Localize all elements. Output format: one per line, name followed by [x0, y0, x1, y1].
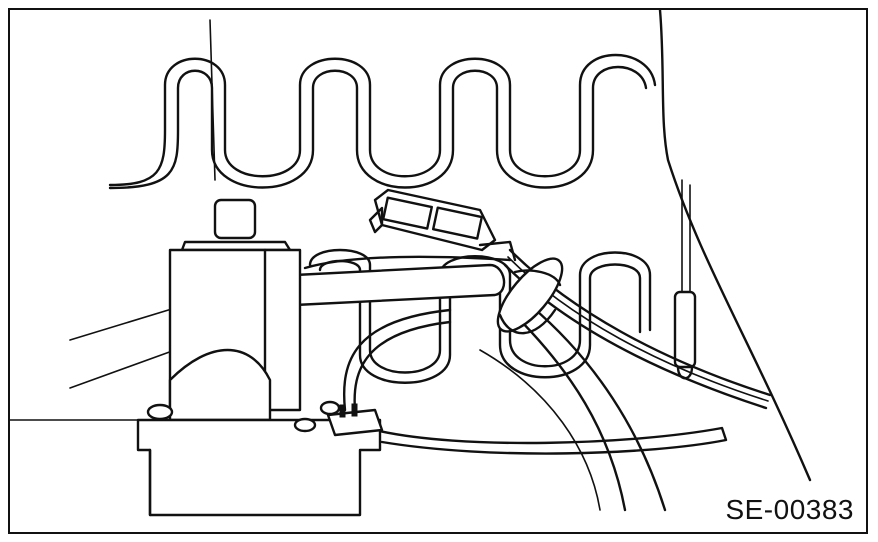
actuator-lead-wire-2: [353, 320, 452, 412]
seat-frame-line-left-2: [69, 349, 176, 389]
seat-side-panel-outline: [658, 10, 812, 482]
figure-code: SE-00383: [723, 494, 856, 526]
actuator-housing: [168, 198, 302, 422]
seat-heater-wiring-illustration: [10, 10, 812, 517]
harness-down-outer: [513, 313, 627, 512]
harness-down-inner: [528, 303, 667, 512]
illustration-frame: SE-00383: [8, 8, 868, 534]
flat-harness-band: [293, 263, 506, 307]
heater-element-wire-upper: [108, 53, 657, 187]
harness-connector: [368, 188, 517, 262]
actuator-connector: [326, 403, 384, 437]
harness-down-left: [479, 349, 601, 511]
harness-clip: [496, 257, 564, 335]
thermostat-body: [673, 290, 697, 369]
actuator-lead-wire: [343, 308, 452, 412]
seat-cushion-lower-contour: [373, 426, 728, 455]
heater-element-wire-upper-inner: [108, 65, 648, 190]
thermostat-lead: [681, 179, 691, 296]
seat-frame-line-left: [69, 307, 176, 341]
flat-harness-top-fold: [303, 255, 512, 270]
